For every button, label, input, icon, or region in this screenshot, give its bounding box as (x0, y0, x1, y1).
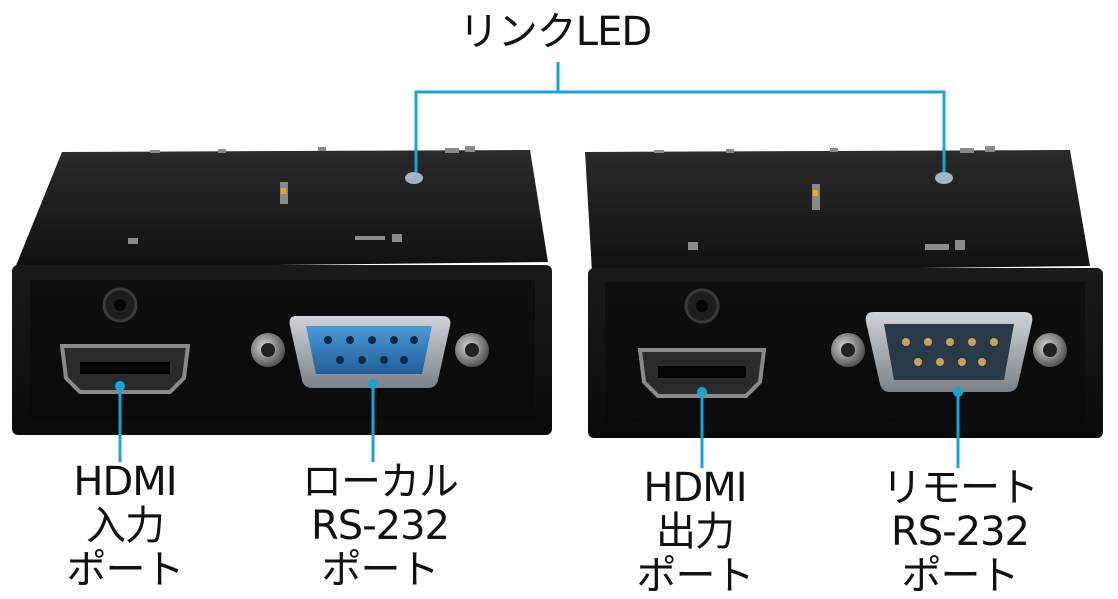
local-link-led (405, 172, 423, 184)
remote-unit-top-markings (654, 146, 995, 250)
local-rs232-label-line2: RS-232 (311, 503, 450, 549)
remote-unit-top (585, 150, 1090, 272)
local-rs232-label: ローカル RS-232 ポート (290, 460, 470, 592)
hdmi-output-label-line2: 出力 (656, 509, 735, 555)
link-led-label-text: リンクLED (458, 9, 652, 55)
local-rs232-port (289, 316, 451, 388)
hdmi-input-label-line1: HDMI (73, 459, 177, 505)
remote-rs232-label-line2: RS-232 (891, 509, 1030, 555)
hdmi-output-label-line3: ポート (636, 553, 755, 599)
local-hdmi-input-port (59, 344, 191, 394)
hdmi-output-label-line1: HDMI (643, 465, 747, 511)
remote-rs232-label-line3: ポート (901, 553, 1020, 599)
link-led-label: リンクLED (440, 10, 670, 54)
remote-rs232-label-line1: リモート (882, 465, 1039, 511)
local-rs232-label-line1: ローカル (302, 459, 459, 505)
remote-link-led (935, 172, 953, 184)
callout-dots (115, 379, 963, 397)
remote-rs232-port (865, 312, 1033, 392)
remote-rs232-label: リモート RS-232 ポート (870, 466, 1050, 598)
local-rs232-label-line3: ポート (321, 547, 440, 593)
local-unit-top (15, 150, 548, 268)
hdmi-input-label-line2: 入力 (86, 503, 165, 549)
remote-unit (585, 146, 1103, 438)
hdmi-output-label: HDMI 出力 ポート (610, 466, 780, 598)
callout-lines (118, 62, 960, 468)
callout-link-led-bracket (414, 90, 946, 172)
hdmi-input-label-line3: ポート (66, 547, 185, 593)
local-unit (12, 146, 552, 435)
hdmi-input-label: HDMI 入力 ポート (40, 460, 210, 592)
remote-hdmi-output-port (637, 348, 767, 398)
